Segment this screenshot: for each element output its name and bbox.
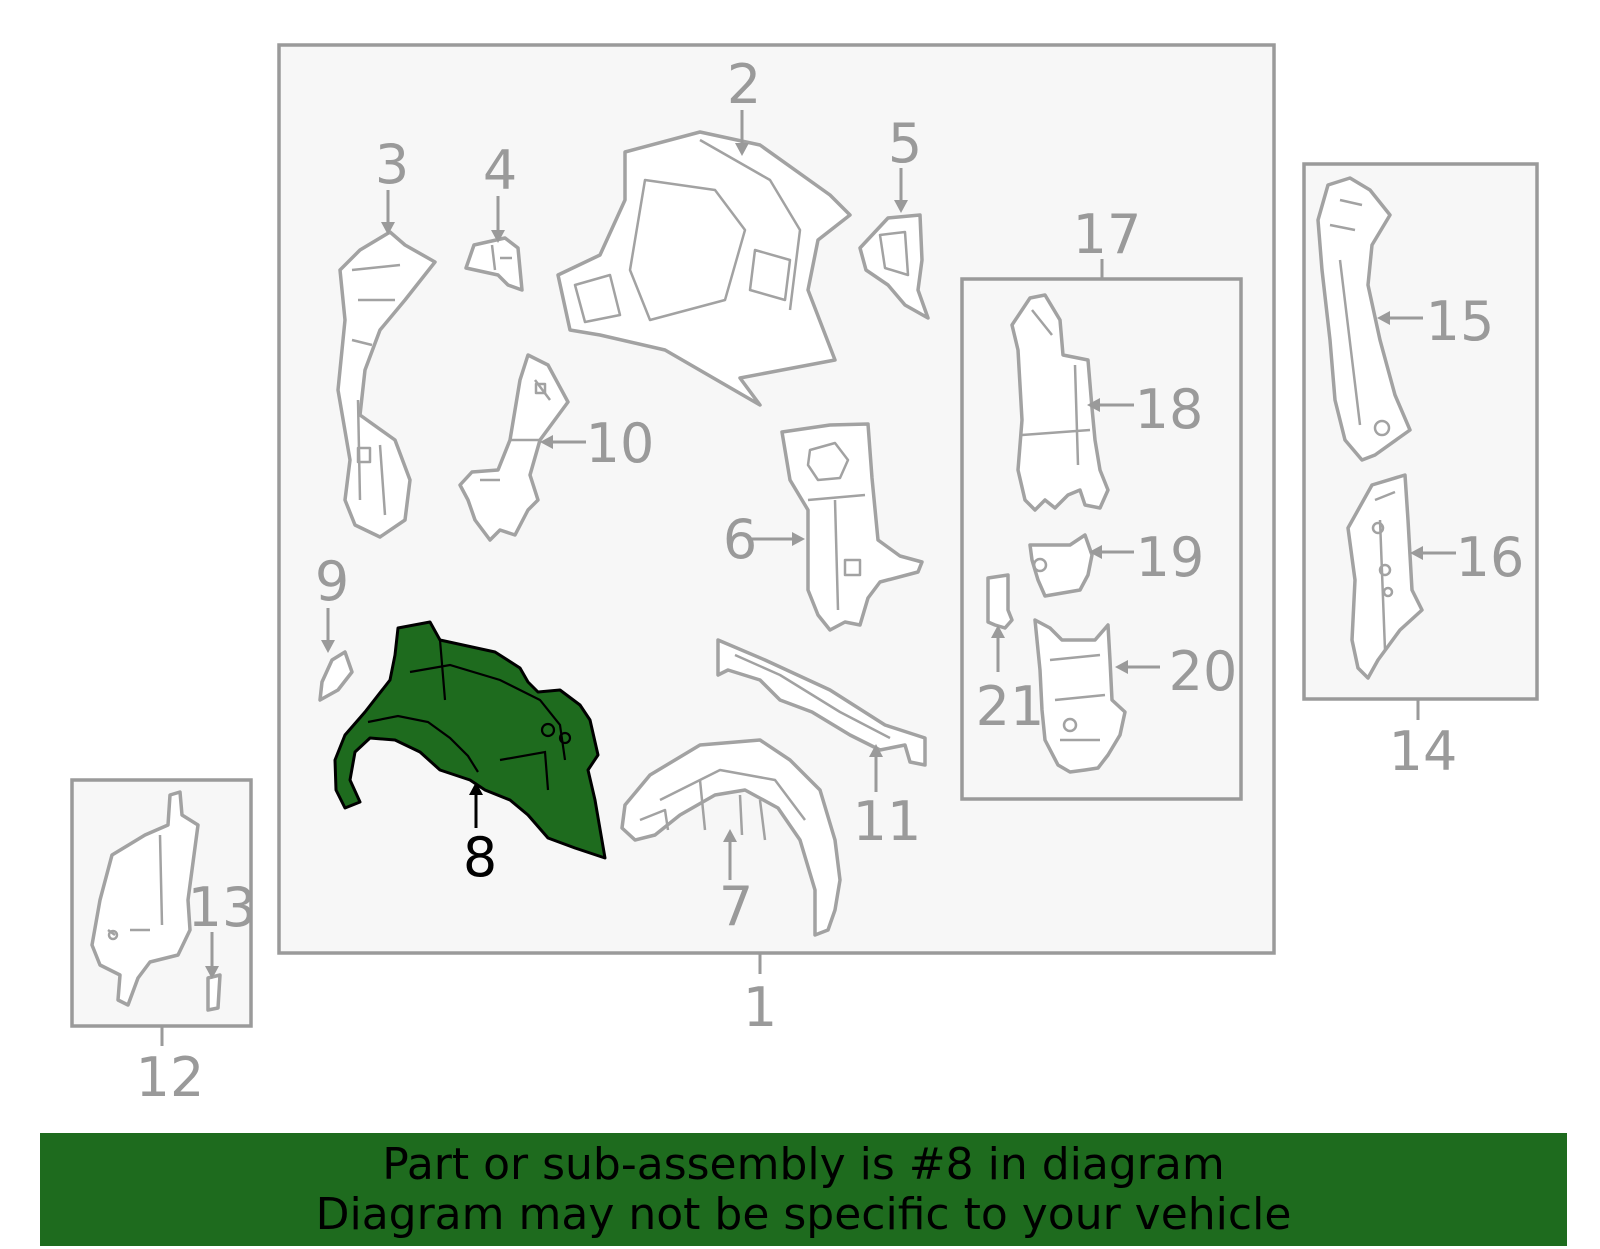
callout-3: 3 [375, 133, 409, 196]
part-18-panel[interactable] [1010, 293, 1110, 512]
callout-12: 12 [136, 1046, 205, 1109]
banner-line-2: Diagram may not be specific to your vehi… [315, 1188, 1292, 1240]
banner-line-1: Part or sub-assembly is #8 in diagram [382, 1138, 1225, 1190]
callout-17: 17 [1073, 203, 1142, 266]
part-13-clip[interactable] [206, 973, 222, 1012]
info-banner: Part or sub-assembly is #8 in diagram Di… [40, 1133, 1567, 1246]
part-7-wheelhouse[interactable] [620, 738, 842, 937]
part-9-clip[interactable] [318, 650, 354, 702]
part-2-panel[interactable] [556, 130, 852, 407]
callout-21: 21 [976, 675, 1045, 738]
callout-10: 10 [586, 412, 655, 475]
callout-labels: 1 2 3 4 5 6 7 8 9 10 11 12 13 14 15 16 1… [136, 53, 1525, 1109]
callout-13: 13 [188, 876, 257, 939]
callout-5: 5 [888, 112, 922, 175]
leader-line-8 [469, 782, 483, 828]
leader-lines [205, 110, 1456, 979]
part-5-bracket[interactable] [858, 213, 930, 320]
part-15-pillar[interactable] [1316, 176, 1412, 462]
callout-11: 11 [853, 790, 922, 853]
part-20-bracket[interactable] [1033, 618, 1127, 774]
callout-14: 14 [1389, 720, 1458, 783]
callout-15: 15 [1426, 290, 1495, 353]
callout-9: 9 [315, 550, 349, 613]
callout-1: 1 [743, 976, 777, 1039]
callout-19: 19 [1136, 526, 1205, 589]
callout-6: 6 [723, 508, 757, 571]
part-3-pillar[interactable] [336, 230, 437, 539]
part-6-panel[interactable] [780, 422, 924, 632]
part-19-bracket[interactable] [1028, 533, 1094, 598]
part-12-panel[interactable] [90, 790, 200, 1007]
callout-4: 4 [483, 139, 517, 202]
part-11-rail[interactable] [716, 638, 927, 767]
part-8-inner-wheelhouse-highlighted[interactable] [333, 620, 607, 860]
part-21-clip[interactable] [986, 573, 1014, 630]
callout-7: 7 [719, 875, 753, 938]
part-16-pillar[interactable] [1346, 473, 1424, 680]
callout-2: 2 [727, 53, 761, 116]
part-10-brace[interactable] [458, 353, 570, 542]
callout-16: 16 [1456, 526, 1525, 589]
callout-18: 18 [1135, 378, 1204, 441]
callout-8: 8 [463, 826, 497, 889]
callout-20: 20 [1169, 640, 1238, 703]
part-4-bracket[interactable] [464, 236, 524, 292]
